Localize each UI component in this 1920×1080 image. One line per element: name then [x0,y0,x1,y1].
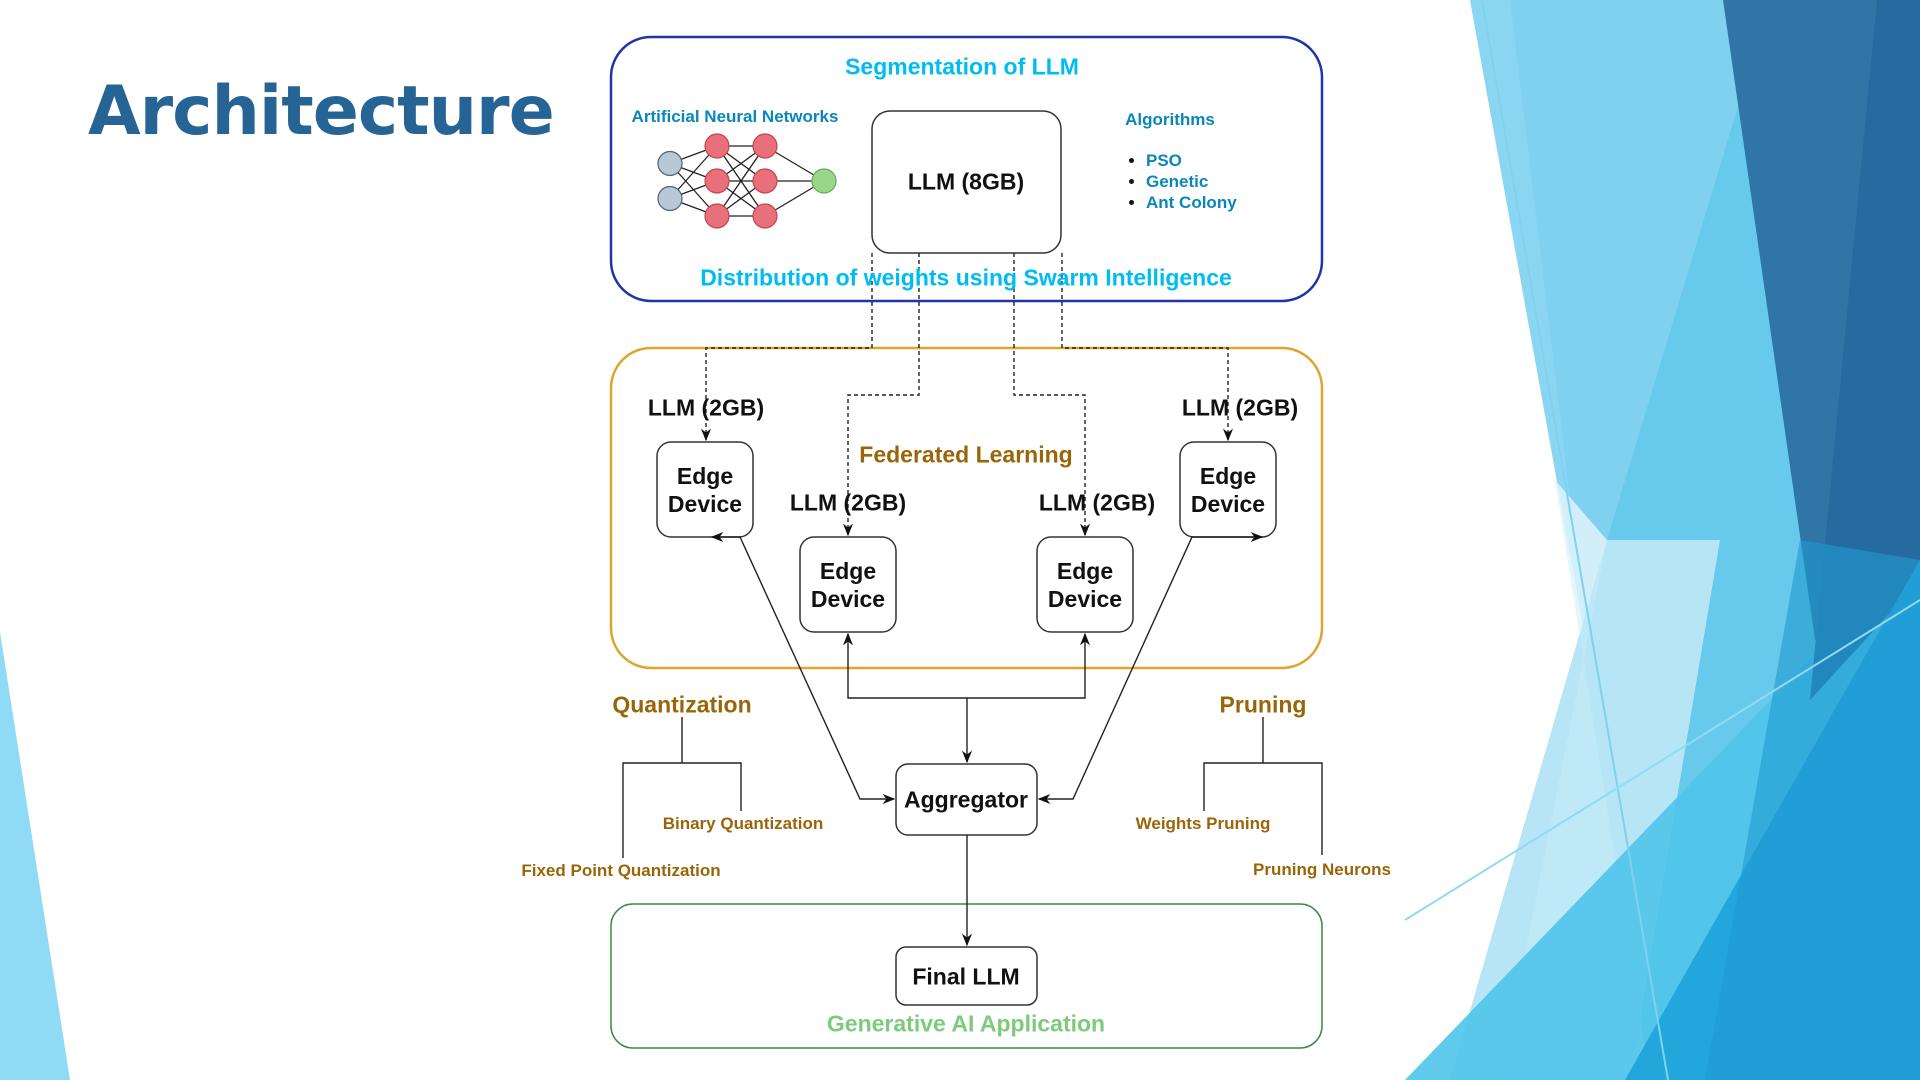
algorithms-list: PSO Genetic Ant Colony [1126,150,1237,213]
binary-quantization-label: Binary Quantization [662,814,824,833]
ann-hidden-node [752,168,778,194]
federated-learning-title: Federated Learning [859,441,1073,468]
algorithm-item: Genetic [1146,171,1237,192]
edge-2-link [842,632,1091,699]
final-llm-label: Final LLM [912,963,1020,990]
swarm-distribution-label: Distribution of weights using Swarm Inte… [700,264,1232,291]
quantization-title: Quantization [612,691,752,718]
quantization-tree [622,717,742,858]
pruning-tree [1203,717,1323,855]
device-3-model-label: LLM (2GB) [1038,489,1156,516]
pruning-title: Pruning [1219,691,1307,718]
ann-hidden-node [704,203,730,229]
right-decoration [1404,0,1920,1080]
dashed-connector-2 [842,253,920,537]
pruning-neurons-label: Pruning Neurons [1253,860,1391,879]
ann-label: Artificial Neural Networks [631,107,839,126]
ann-hidden-node [752,133,778,159]
llm-8gb-box[interactable] [871,110,1062,254]
llm-8gb-label: LLM (8GB) [907,168,1025,195]
segmentation-title: Segmentation of LLM [845,53,1079,80]
algorithm-item: Ant Colony [1146,192,1237,213]
ann-edge [716,145,766,217]
segmentation-group [609,35,1324,303]
edge-device-box-1[interactable] [656,441,754,538]
edge-4-to-aggregator [1037,531,1264,805]
ann-input-node [657,185,683,212]
ann-hidden-node [704,133,730,159]
weight-distribution-connectors [700,253,1234,537]
algorithm-item: PSO [1146,150,1237,171]
fixed-point-quantization-label: Fixed Point Quantization [521,861,721,880]
ann-input-node [657,150,683,177]
algorithms-title: Algorithms [1125,110,1215,129]
aggregation-connectors [710,531,1264,947]
federated-learning-group [609,346,1324,670]
slide-title: Architecture [88,72,555,151]
ann-output-node [811,168,837,194]
device-1-model-label: LLM (2GB) [647,394,765,421]
neural-network-icon [657,133,837,229]
ann-hidden-node [752,203,778,229]
dashed-connector-4 [1061,253,1234,442]
generative-ai-application-title: Generative AI Application [826,1010,1106,1037]
dashed-connector-3 [1013,253,1091,537]
final-llm-box[interactable] [895,946,1038,1006]
aggregator-to-edge-1 [710,531,896,805]
device-4-model-label: LLM (2GB) [1181,394,1299,421]
device-2-model-label: LLM (2GB) [789,489,907,516]
weights-pruning-label: Weights Pruning [1135,814,1271,833]
left-accent-shape [0,632,70,1080]
dashed-connector-1 [700,253,873,442]
ann-hidden-node [704,168,730,194]
aggregator-label: Aggregator [904,786,1028,813]
